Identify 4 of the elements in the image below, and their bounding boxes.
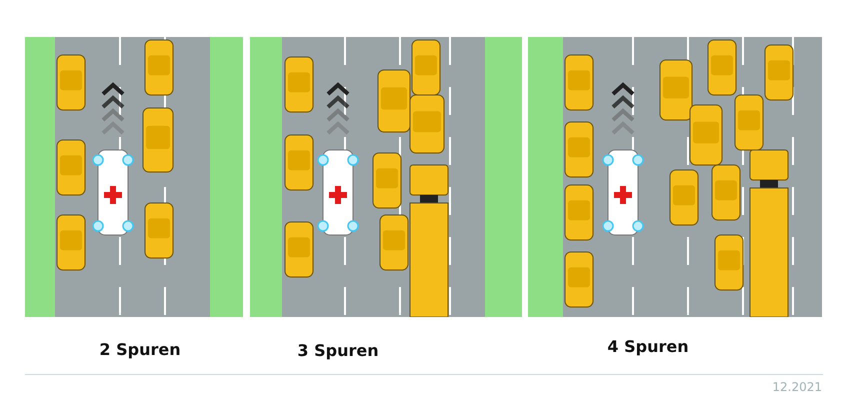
lane-count-label: 2 Spuren: [99, 340, 181, 359]
date-note: 12.2021: [772, 380, 822, 394]
lane-count-label: 3 Spuren: [297, 341, 379, 360]
lane-count-label: 4 Spuren: [607, 337, 689, 356]
